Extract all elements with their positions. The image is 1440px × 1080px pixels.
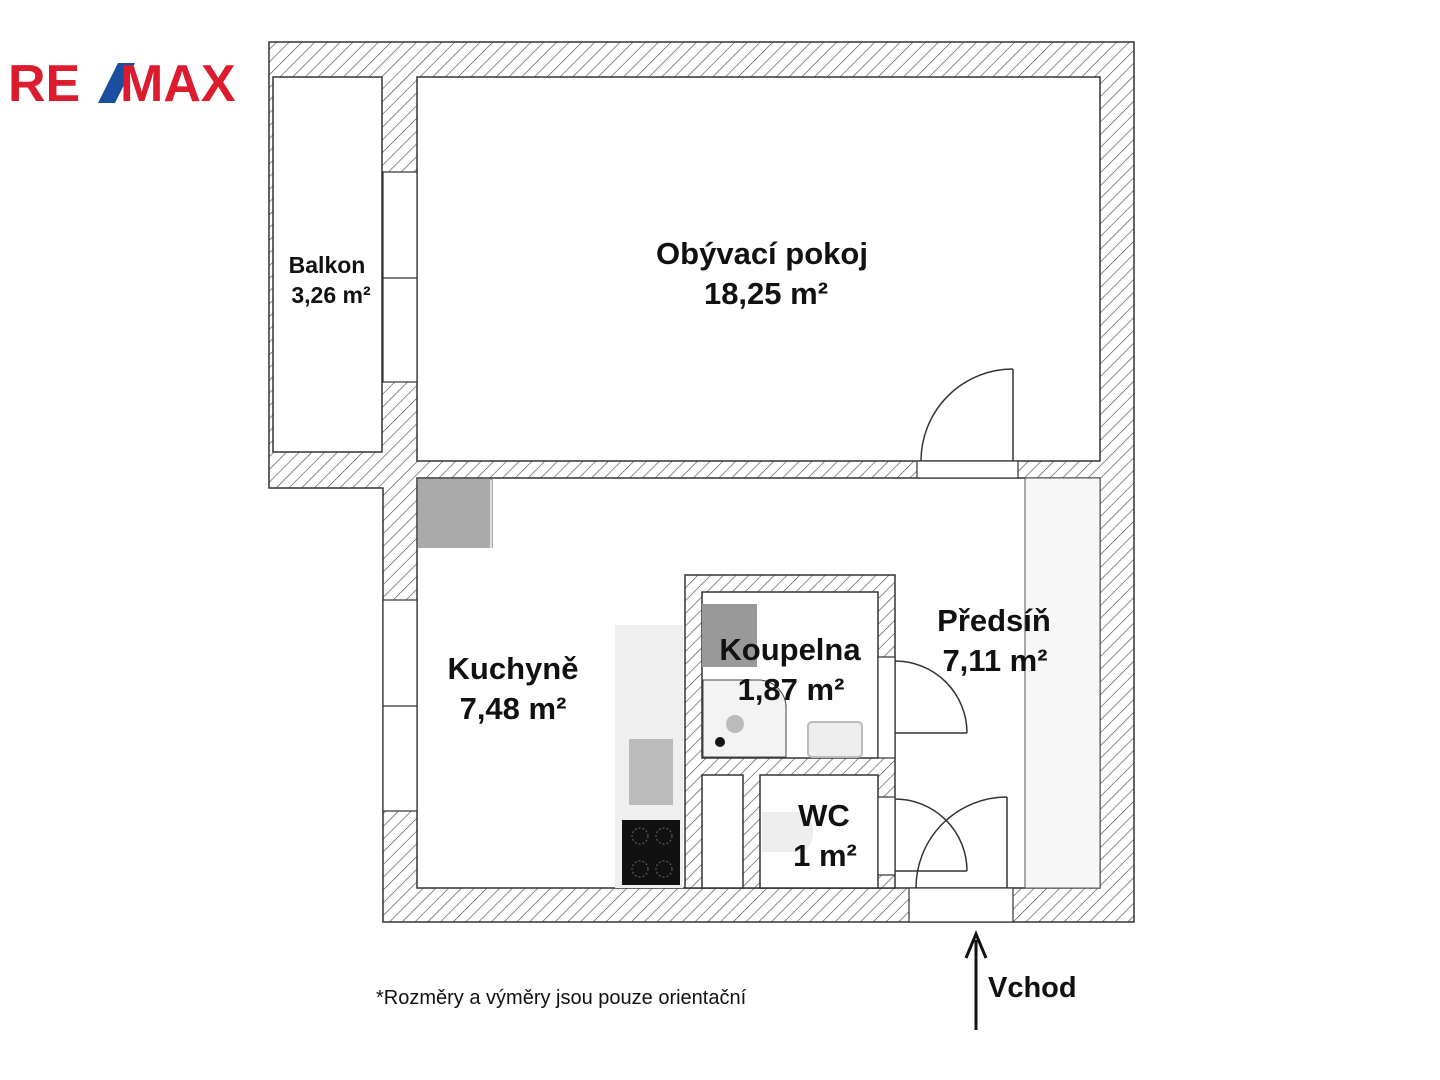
kuchyne-name: Kuchyně [448, 651, 579, 686]
balcony-door-openings [382, 171, 418, 383]
logo-re: RE [8, 55, 80, 113]
balkon-area: 3,26 m² [291, 282, 371, 308]
shower [702, 679, 787, 758]
remax-logo: RE MAX [8, 55, 236, 113]
logo-slash [98, 63, 135, 103]
entrance-door [908, 796, 1014, 923]
wardrobe [1024, 477, 1101, 889]
wc-name: WC [798, 798, 850, 833]
koupelna-name: Koupelna [719, 632, 861, 667]
balkon-room [272, 76, 383, 453]
balkon-name: Balkon [289, 252, 366, 278]
closet [701, 774, 744, 889]
koupelna-area: 1,87 m² [738, 672, 845, 707]
kitchen-window [382, 599, 418, 812]
predsin-name: Předsíň [937, 603, 1051, 638]
cooktop [622, 820, 680, 885]
bathroom-door [877, 656, 968, 759]
washbasin [807, 721, 863, 758]
obyvaci-name: Obývací pokoj [656, 236, 868, 271]
predsin-area: 7,11 m² [942, 643, 1047, 678]
footnote: *Rozměry a výměry jsou pouze orientační [376, 987, 747, 1009]
washing-machine [702, 604, 757, 667]
wc-area: 1 m² [793, 838, 857, 873]
fridge [418, 479, 493, 548]
kuchyne-area: 7,48 m² [460, 691, 567, 726]
kitchen-sink [629, 739, 673, 805]
living-room-door [916, 368, 1019, 479]
wc-door [877, 796, 968, 876]
entrance-arrow-icon [964, 930, 988, 1030]
logo-max: MAX [120, 55, 236, 113]
obyvaci-area: 18,25 m² [704, 276, 828, 311]
toilet [762, 812, 813, 852]
entrance-label: Vchod [988, 972, 1077, 1004]
